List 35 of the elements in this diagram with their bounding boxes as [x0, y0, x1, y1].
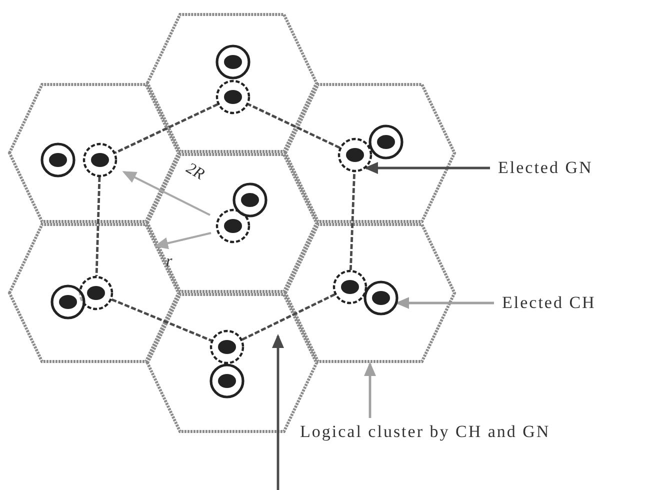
callout-text: Elected GN	[498, 158, 593, 178]
leader-arrow	[364, 162, 490, 174]
cluster-link	[248, 103, 340, 149]
solid-node-circle	[232, 182, 268, 218]
dashed-node-circle	[78, 275, 114, 311]
solid-node-circle	[215, 44, 251, 80]
dashed-node-circle	[209, 329, 245, 365]
leader-arrow	[272, 334, 284, 490]
solid-node-circle	[209, 363, 245, 399]
cluster-link	[349, 172, 356, 270]
hexagon-cell	[8, 223, 180, 363]
dashed-node-circle	[82, 142, 118, 178]
dimension-label: 2R	[182, 158, 208, 186]
solid-node-circle	[368, 124, 404, 160]
solid-node-circle	[363, 280, 399, 316]
leader-arrow	[364, 362, 376, 418]
solid-node-circle	[40, 142, 76, 178]
hexagon-cell	[8, 83, 180, 223]
callout-text: Elected CH	[502, 293, 596, 313]
cluster-link	[114, 103, 218, 154]
leader-arrow	[395, 297, 494, 309]
dashed-node-circle	[215, 208, 251, 244]
hexagon-cell	[146, 13, 318, 153]
callout-text: Logical cluster by CH and GN	[300, 422, 550, 442]
cluster-link	[111, 298, 212, 342]
hexagon-cell	[284, 223, 456, 363]
dashed-node-circle	[332, 269, 368, 305]
cluster-link	[95, 176, 101, 276]
hexagon-cell	[284, 83, 456, 223]
dashed-node-circle	[337, 137, 373, 173]
dimension-label: r	[166, 252, 172, 272]
dashed-node-circle	[215, 79, 251, 115]
solid-node-circle	[50, 284, 86, 320]
hexagon-cell	[146, 153, 318, 293]
cluster-link	[242, 293, 336, 341]
